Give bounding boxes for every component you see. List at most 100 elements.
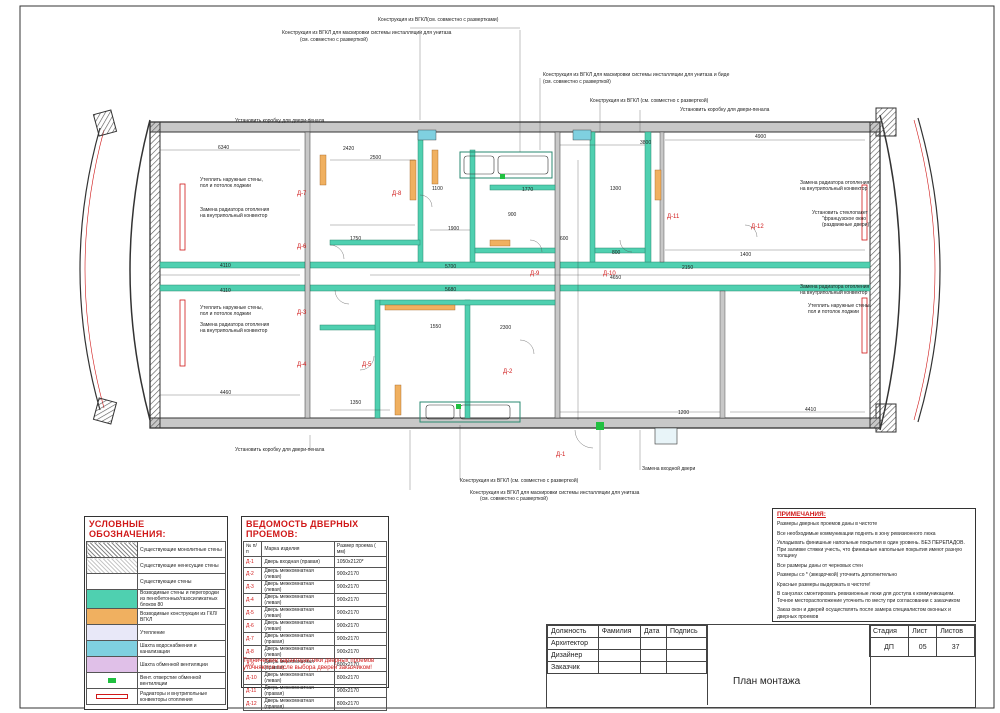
door-type: Дверь межкомнатная (левая) — [261, 606, 335, 620]
dimension-label: 1900 — [448, 226, 460, 232]
legend-row: Существующие монолитные стены — [86, 541, 226, 558]
dimension-label: 1770 — [522, 187, 534, 193]
corridor-wall — [159, 261, 871, 269]
plan-note: пол и потолок лоджии — [200, 183, 251, 189]
title-block-role: Дизайнер — [547, 649, 599, 662]
plan-note: Установить стеклопакет — [812, 210, 868, 216]
note-item: Укладывать финишные напольные покрытия в… — [777, 540, 965, 559]
door-mark: Д-8 — [242, 645, 263, 659]
title-block-col-header: Должность — [547, 625, 599, 638]
note-item: Размеры со * (звездочкой) уточнить допол… — [777, 572, 898, 578]
dimension-label: 4110 — [220, 288, 231, 294]
door-size: 800х2170 — [333, 671, 388, 685]
door-tag: Д-7 — [297, 191, 307, 197]
title-block-col-header: Подпись — [665, 625, 708, 638]
door-tag: Д-3 — [297, 310, 307, 316]
door-size: 900х2170 — [333, 580, 388, 594]
door-mark: Д-5 — [242, 606, 263, 620]
dimension-label: 2150 — [682, 265, 694, 271]
left-loggia-wall — [129, 119, 151, 421]
plan-note: (см. совместно с разверткой) — [543, 79, 611, 85]
dimension-label: 1350 — [350, 400, 362, 406]
door-type: Дверь межкомнатная (левая) — [261, 567, 335, 581]
dimension-label: 1300 — [610, 186, 622, 192]
door-tag: Д-11 — [667, 214, 680, 220]
door-mark: Д-7 — [242, 632, 263, 646]
door-type: Дверь межкомнатная (левая) — [261, 671, 335, 685]
plan-note: пол и потолок лоджии — [808, 309, 859, 315]
plan-note: пол и потолок лоджии — [200, 311, 251, 317]
sheets-value: 37 — [936, 637, 975, 657]
title-block-role: Заказчик — [547, 661, 599, 674]
note-item: Размеры дверных проемов даны в чистоте — [777, 521, 878, 527]
dimension-label: 2500 — [370, 155, 382, 161]
door-size: 900х2170 — [333, 606, 388, 620]
note-item: Красные размеры выдержать в чистоте! — [777, 581, 871, 588]
door-type: Дверь межкомнатная (левая) — [261, 619, 335, 633]
legend-row: Существующие стены — [86, 573, 226, 590]
legend-label: Существующие монолитные стены — [137, 541, 226, 558]
door-size: 800х2170 — [333, 697, 388, 711]
door-type: Дверь межкомнатная (левая) — [261, 580, 335, 594]
dimension-label: 900 — [508, 212, 517, 218]
legend-row: Вент. отверстие обменной вентиляции — [86, 672, 226, 689]
plan-note: Установить коробку для двери-пенала — [235, 447, 325, 453]
plan-note: на внутрипольный конвектор — [200, 213, 268, 219]
signature-cell — [665, 649, 708, 662]
plan-note: Замена радиатора отопления — [200, 207, 270, 213]
door-tag: Д-5 — [362, 362, 372, 368]
door-mark: Д-2 — [242, 567, 263, 581]
door-mark: Д-1 — [242, 556, 263, 568]
plan-note: на внутрипольный конвектор — [800, 186, 868, 192]
sheet-frame — [19, 5, 995, 709]
door-mark: Д-10 — [242, 671, 263, 685]
plan-note: "французское окно — [822, 216, 867, 222]
door-size: 900х2170 — [333, 684, 388, 698]
plan-note: Конструкция из ВГКЛ для маскировки систе… — [543, 72, 730, 78]
legend-swatch — [86, 573, 138, 590]
door-type: Дверь межкомнатная (правая) — [261, 697, 335, 711]
dimension-label: 1750 — [350, 236, 362, 242]
dimension-label: 5700 — [445, 264, 457, 270]
south-wall — [149, 417, 881, 429]
legend-label: Существующие стены — [137, 573, 226, 590]
legend-row: Возводимые стены и перегородки из пенобе… — [86, 589, 226, 609]
note-item: В санузлах смонтировать ревизионные люки… — [777, 591, 960, 604]
legend-label: Существующие ненесущие стены — [137, 557, 226, 574]
legend-label: Вент. отверстие обменной вентиляции — [137, 672, 226, 689]
legend-row: Шахта водоснабжения и канализации — [86, 640, 226, 657]
legend-swatch — [86, 688, 138, 705]
door-type: Дверь межкомнатная (правая) — [261, 684, 335, 698]
legend-row: Утепление — [86, 624, 226, 641]
legend-row: Радиаторы и внутрипольные конвекторы ото… — [86, 688, 226, 705]
plan-note: Замена радиатора отопления — [200, 322, 270, 328]
title-block-sheet-info: Стадия Лист Листов ДП 05 37 — [868, 625, 975, 657]
legend-label: Шахта обменной вентиляции — [137, 656, 226, 673]
door-type: Дверь межкомнатная (левая) — [261, 645, 335, 659]
legend-swatch — [86, 672, 138, 689]
notes-title: ПРИМЕЧАНИЯ: — [777, 511, 826, 518]
legend-panel: УСЛОВНЫЕ ОБОЗНАЧЕНИЯ: Существующие монол… — [84, 516, 228, 710]
dimension-label: 5680 — [445, 287, 457, 293]
plan-note: Конструкция из ВГКЛ для маскировки систе… — [470, 490, 640, 496]
dimension-label: 1550 — [430, 324, 442, 330]
legend-label: Утепление — [137, 624, 226, 641]
legend-swatch — [86, 541, 138, 558]
door-type: Дверь межкомнатная (правая) — [261, 632, 335, 646]
dimension-label: 4650 — [610, 275, 622, 281]
plan-note: Замена входной двери — [642, 466, 696, 472]
dimension-label: 1100 — [432, 186, 443, 192]
legend-swatch — [86, 624, 138, 641]
legend-row: Существующие ненесущие стены — [86, 557, 226, 574]
plan-note: (см. совместно с разверткой) — [300, 37, 368, 43]
dimension-label: 4460 — [220, 390, 232, 396]
door-schedule-header: № п/п — [242, 541, 263, 557]
dimension-label: 1400 — [740, 252, 752, 258]
door-mark: Д-4 — [242, 593, 263, 607]
door-type: Дверь межкомнатная (левая) — [261, 593, 335, 607]
